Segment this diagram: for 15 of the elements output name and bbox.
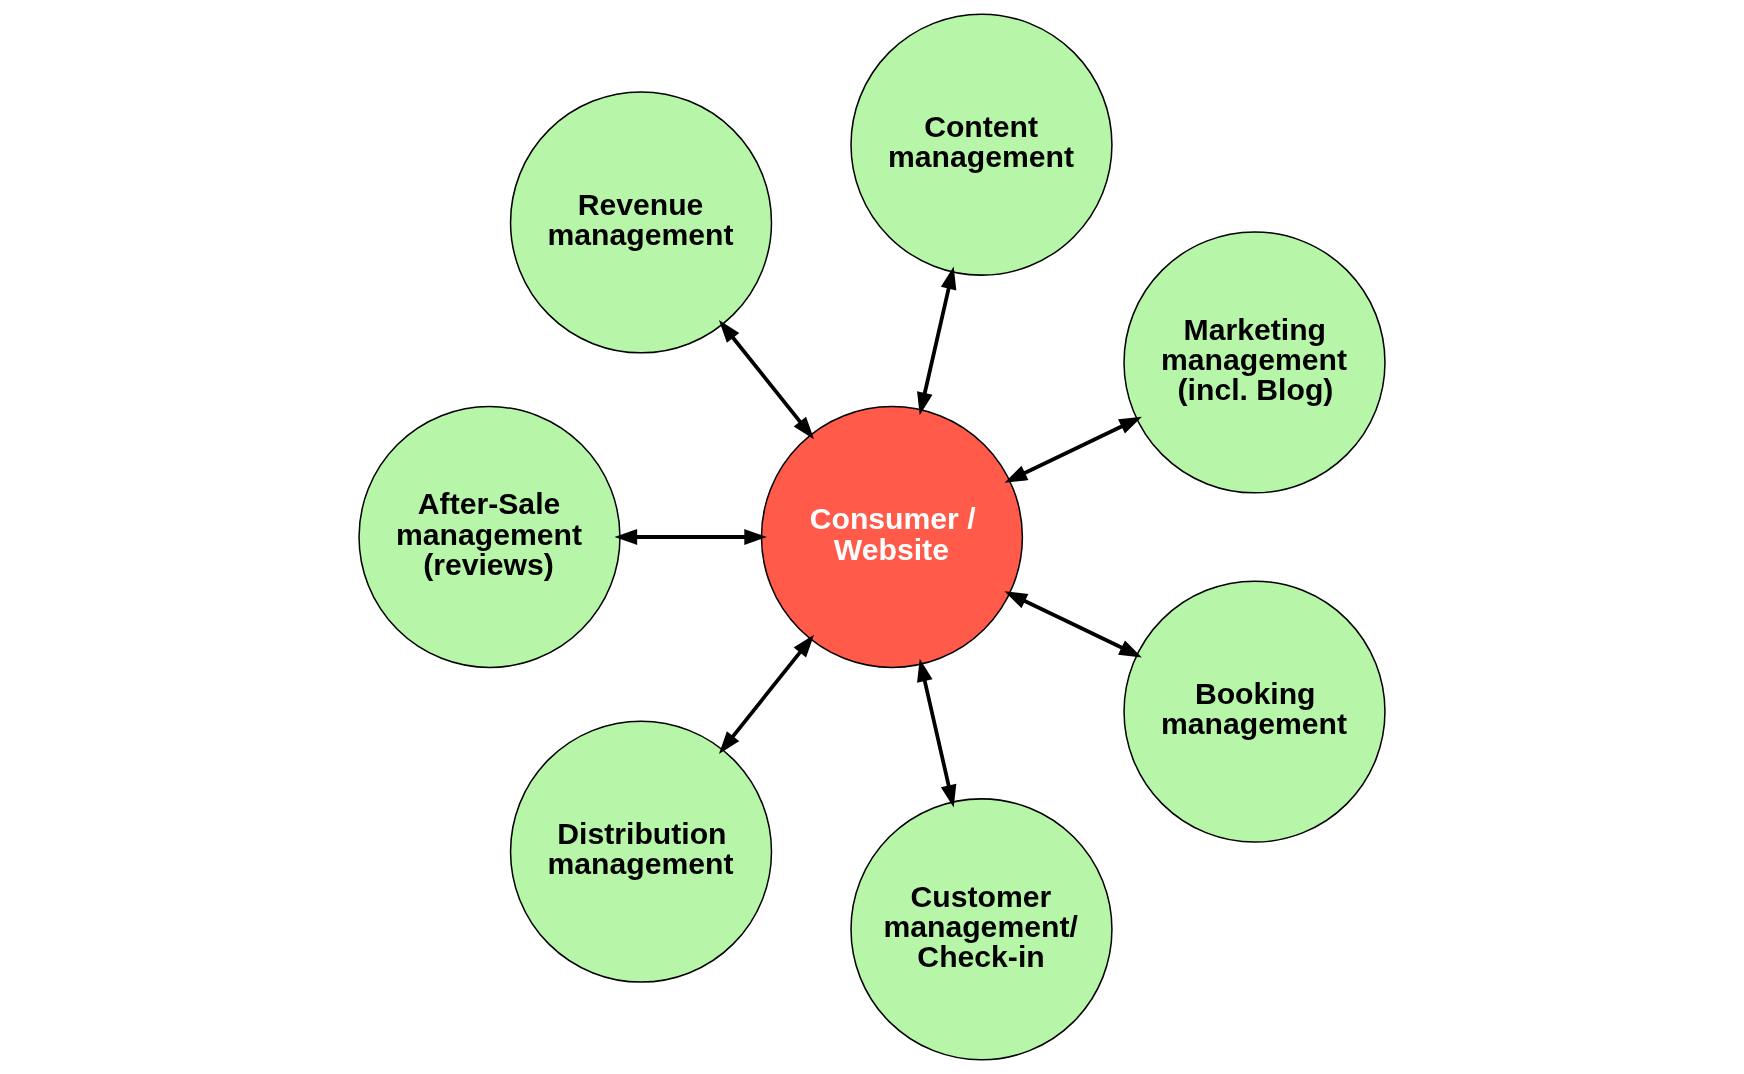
arrow <box>1004 591 1142 658</box>
node-circle: Distribution management <box>509 720 773 983</box>
arrow <box>917 658 957 808</box>
node-circle: Marketing management (incl. Blog) <box>1123 231 1386 494</box>
arrow <box>917 266 957 416</box>
node-circle: After-Sale management (reviews) <box>358 405 621 669</box>
arrow <box>718 634 814 754</box>
node-circle: Booking management <box>1123 580 1386 843</box>
node-circle: Customer management/ Check-in <box>850 798 1113 1061</box>
arrow <box>718 320 815 440</box>
node-circle: Revenue management <box>509 91 773 354</box>
node-circle: Content management <box>850 13 1113 276</box>
arrow <box>614 529 767 545</box>
arrow <box>1004 416 1142 483</box>
node-circle: Consumer / Website <box>760 405 1024 669</box>
